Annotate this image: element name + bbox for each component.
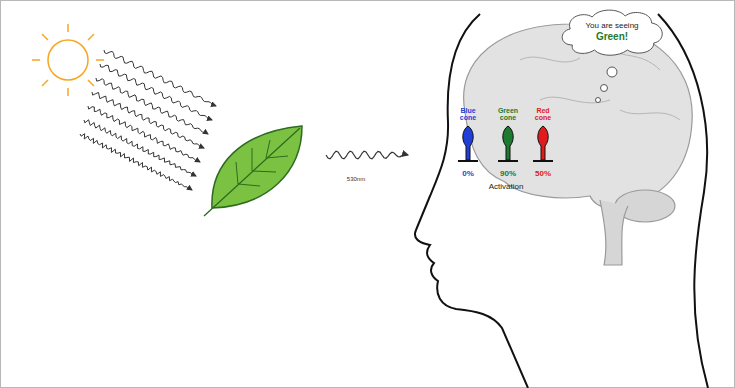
color-word: Green! [557,31,667,43]
red-cone-symbol [533,126,553,161]
cone-label: Green cone [494,107,522,122]
activation-value: 50% [528,170,558,179]
light-rays [80,50,216,190]
thought-cloud: You are seeingGreen! [557,7,667,57]
thought-trail [596,67,618,103]
activation-value: 90% [493,170,523,179]
brain [464,24,693,265]
green-cone-symbol [498,126,518,161]
light-ray [104,50,216,106]
cone-cells [458,126,553,161]
light-ray [96,78,208,134]
activation-value: 0% [453,170,483,179]
leaf [204,126,302,216]
light-ray [88,106,200,162]
light-wave [326,151,408,159]
thought-text: You are seeing [557,21,667,31]
blue-cone-symbol [458,126,478,161]
light-ray [80,134,192,190]
axis-label: Activation [471,183,541,192]
head-outline [415,14,708,388]
light-ray [84,120,196,176]
cone-label: Blue cone [455,107,481,122]
wavelength-label: 530nm [331,176,381,183]
light-ray [100,64,212,120]
sun [32,24,104,96]
light-ray [92,92,204,148]
cone-label: Red cone [530,107,556,122]
